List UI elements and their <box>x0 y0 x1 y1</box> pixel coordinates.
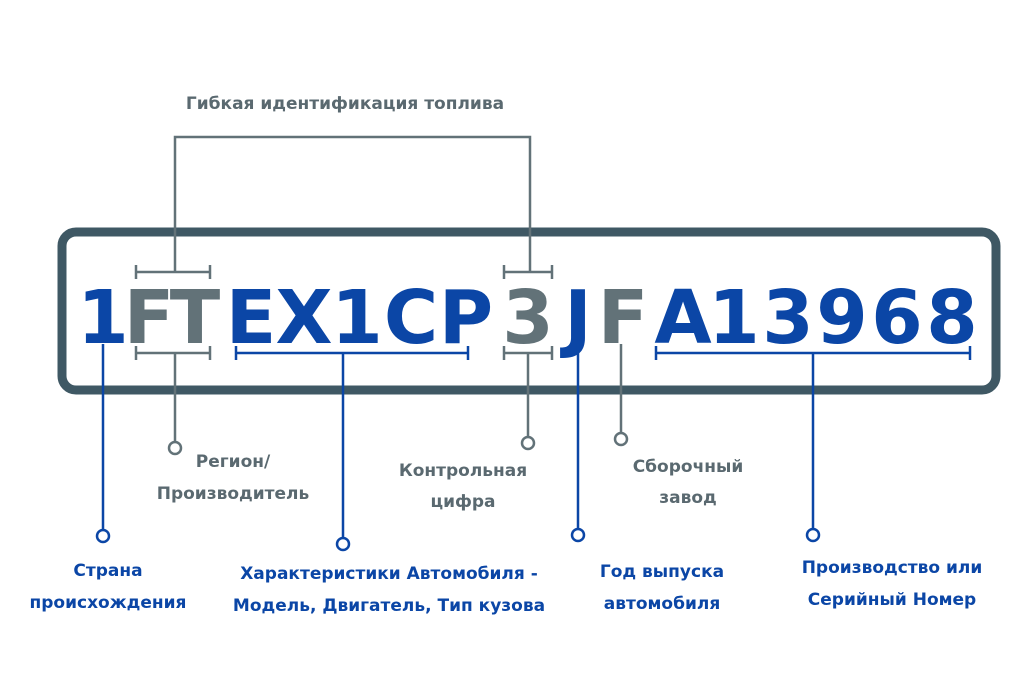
check-digit-label-line2: цифра <box>430 492 495 512</box>
vin-char-4: E <box>226 275 277 361</box>
vin-char-10: J <box>559 275 592 361</box>
serial-label-line1: Производство или <box>802 558 983 578</box>
check-digit-label-line1: Контрольная <box>399 461 527 481</box>
year-label-line1: Год выпуска <box>600 562 724 582</box>
country-label-line1: Страна <box>73 561 142 581</box>
plant-label-line2: завод <box>659 488 717 508</box>
features-label-line2: Модель, Двигатель, Тип кузова <box>233 596 545 616</box>
leader-country <box>95 344 111 544</box>
vin-char-8: P <box>439 275 493 361</box>
vin-char-15: 9 <box>816 275 868 361</box>
region-label-line1: Регион/ <box>196 452 271 472</box>
serial-label-line2: Серийный Номер <box>808 590 976 610</box>
vin-char-9: 3 <box>502 275 554 361</box>
vin-char-12: A <box>654 275 711 361</box>
country-label-line2: происхождения <box>30 593 187 613</box>
top-bracket-check-digit <box>502 265 554 279</box>
leader-features <box>335 353 351 552</box>
vin-char-14: 3 <box>762 275 814 361</box>
vin-char-7: C <box>384 275 438 361</box>
vin-char-3: T <box>170 275 221 361</box>
features-label-line1: Характеристики Автомобиля - <box>240 564 538 584</box>
leader-year <box>570 344 586 543</box>
flex-fuel-label: Гибкая идентификация топлива <box>186 94 504 114</box>
vin-char-6: 1 <box>331 275 383 361</box>
bottom-bracket-region <box>134 346 212 360</box>
top-bracket-region <box>134 265 212 279</box>
leader-check-digit <box>520 353 536 451</box>
region-label-line2: Производитель <box>157 484 310 504</box>
vin-char-5: X <box>275 275 332 361</box>
leader-serial <box>805 353 821 543</box>
leader-region <box>167 353 183 456</box>
plant-label-line1: Сборочный <box>633 457 744 477</box>
year-label-line2: автомобиля <box>604 594 721 614</box>
vin-char-2: F <box>124 275 175 361</box>
bottom-bracket-features <box>234 346 470 360</box>
vin-char-13: 1 <box>708 275 760 361</box>
leader-plant <box>613 344 629 447</box>
vin-char-11: F <box>598 275 649 361</box>
vin-char-16: 6 <box>871 275 923 361</box>
flex-fuel-connector <box>173 135 532 272</box>
